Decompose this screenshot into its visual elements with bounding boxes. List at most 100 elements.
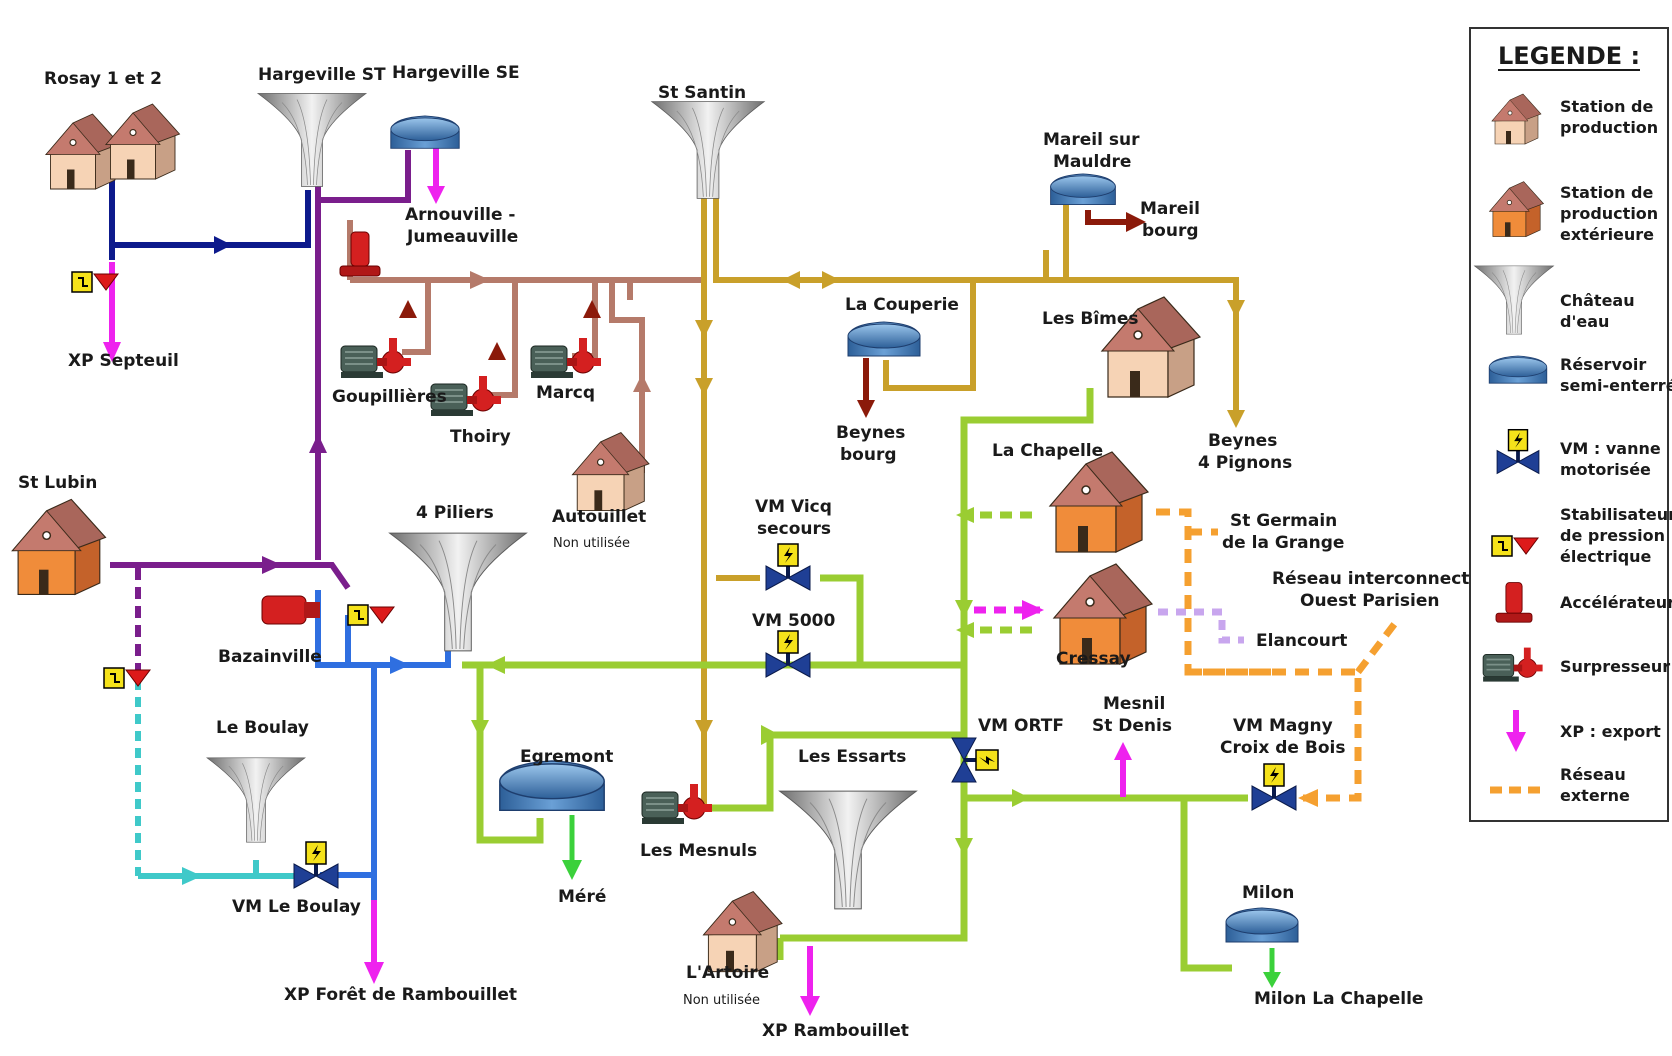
legend-item-3-line2: d'eau <box>1560 312 1609 331</box>
legend-item-6-line2: de pression <box>1560 526 1665 545</box>
legend-item-4-line2: semi-enterré <box>1560 376 1672 395</box>
legend-item-1-line2: production <box>1560 118 1658 137</box>
bazainville-stabilizer-icon <box>347 604 395 626</box>
label-beynes-bourg-1: Beynes <box>836 423 905 443</box>
reservoir-icon <box>1488 355 1548 384</box>
legend-item-5-line1: VM : vanne <box>1560 439 1661 458</box>
legend-item-5-line2: motorisée <box>1560 460 1651 479</box>
label-mareil-bourg-1: Mareil <box>1140 199 1200 219</box>
label-st-lubin: St Lubin <box>18 473 97 493</box>
st-santin-tower-icon <box>651 101 765 199</box>
label-beynes-bourg-2: bourg <box>840 445 897 465</box>
label-st-santin: St Santin <box>658 83 746 103</box>
label-st-germain-1: St Germain <box>1230 511 1337 531</box>
st-lubin-station-icon <box>11 498 107 596</box>
st-lubin-stabilizer-icon <box>103 667 151 689</box>
label-lartoire-note: Non utilisée <box>683 993 760 1008</box>
label-marcq: Marcq <box>536 383 595 403</box>
label-arnouville-2: Jumeauville <box>406 227 518 247</box>
label-xp-rambouillet: XP Rambouillet <box>762 1021 909 1041</box>
label-autouillet: Autouillet <box>552 507 646 527</box>
label-les-essarts: Les Essarts <box>798 747 906 767</box>
label-hargeville-se: Hargeville SE <box>392 63 520 83</box>
mareil-reservoir-icon <box>1050 173 1116 206</box>
legend: LEGENDE : Station de production Station … <box>1469 27 1672 822</box>
label-mareil-1: Mareil sur <box>1043 130 1140 150</box>
label-les-bimes: Les Bîmes <box>1042 309 1139 329</box>
label-vm-magny-1: VM Magny <box>1233 716 1333 736</box>
egremont-reservoir-icon <box>499 760 605 812</box>
legend-item-3-line1: Château <box>1560 291 1635 310</box>
label-bazainville: Bazainville <box>218 647 322 667</box>
label-vm-magny-2: Croix de Bois <box>1220 738 1345 758</box>
legend-item-6-line1: Stabilisateur <box>1560 505 1672 524</box>
le-boulay-tower-icon <box>206 757 306 843</box>
label-le-boulay: Le Boulay <box>216 718 309 738</box>
accelerator-icon <box>339 231 381 277</box>
label-egremont: Egremont <box>520 747 613 767</box>
label-thoiry: Thoiry <box>450 427 511 447</box>
label-xp-foret: XP Forêt de Rambouillet <box>284 985 517 1005</box>
legend-item-10-line2: externe <box>1560 786 1630 805</box>
flow-arrows <box>103 186 1318 1016</box>
pipe-network <box>109 148 1399 1002</box>
les-essarts-tower-icon <box>779 790 917 910</box>
label-la-chapelle: La Chapelle <box>992 441 1103 461</box>
label-hargeville-st: Hargeville ST <box>258 65 386 85</box>
hargeville-se-reservoir-icon <box>390 115 460 149</box>
legend-item-6-line3: électrique <box>1560 547 1652 566</box>
label-vm-vicq-2: secours <box>757 519 831 539</box>
label-la-couperie: La Couperie <box>845 295 959 315</box>
vm-5000-valve-icon <box>765 630 811 678</box>
label-vm-ortf: VM ORTF <box>978 716 1064 736</box>
label-reseau-ouest-1: Réseau interconnecté <box>1272 569 1481 589</box>
label-les-mesnuls: Les Mesnuls <box>640 841 757 861</box>
label-elancourt: Elancourt <box>1256 631 1347 651</box>
label-reseau-ouest-2: Ouest Parisien <box>1300 591 1440 611</box>
label-vm-vicq-1: VM Vicq <box>755 497 832 517</box>
legend-box <box>1469 27 1669 822</box>
label-mere: Méré <box>558 887 606 907</box>
goupillieres-booster-icon <box>340 337 412 379</box>
la-chapelle-station-icon <box>1049 451 1149 553</box>
4-piliers-tower-icon <box>389 532 527 652</box>
legend-item-2-line2: production <box>1560 204 1658 223</box>
legend-item-2-line1: Station de <box>1560 183 1654 202</box>
label-arnouville-1: Arnouville - <box>405 205 516 225</box>
label-st-germain-2: de la Grange <box>1222 533 1344 553</box>
la-couperie-reservoir-icon <box>847 321 921 357</box>
label-lartoire: L'Artoire <box>686 963 769 983</box>
label-vm-le-boulay: VM Le Boulay <box>232 897 361 917</box>
label-mesnil-2: St Denis <box>1092 716 1172 736</box>
vm-le-boulay-valve-icon <box>293 841 339 889</box>
legend-item-8-line1: Surpresseur <box>1560 657 1670 676</box>
label-4-piliers: 4 Piliers <box>416 503 494 523</box>
legend-item-10-line1: Réseau <box>1560 765 1626 784</box>
label-xp-septeuil: XP Septeuil <box>68 351 179 371</box>
label-milon-chapelle: Milon La Chapelle <box>1254 989 1423 1009</box>
rosay-station-2-icon <box>105 103 181 180</box>
marcq-booster-icon <box>530 337 602 379</box>
label-mesnil-1: Mesnil <box>1103 694 1165 714</box>
label-beynes-4p-1: Beynes <box>1208 431 1277 451</box>
legend-item-9-line1: XP : export <box>1560 722 1661 741</box>
vm-vicq-valve-icon <box>765 543 811 591</box>
label-mareil-bourg-2: bourg <box>1142 221 1199 241</box>
label-beynes-4p-2: 4 Pignons <box>1198 453 1292 473</box>
legend-item-7-line1: Accélérateur <box>1560 593 1672 612</box>
autouillet-station-icon <box>571 431 650 512</box>
lartoire-station-icon <box>702 890 783 973</box>
label-mareil-2: Mauldre <box>1053 152 1131 172</box>
legend-title: LEGENDE : <box>1498 42 1640 70</box>
label-vm-5000: VM 5000 <box>752 611 835 631</box>
legend-item-2-line3: extérieure <box>1560 225 1654 244</box>
legend-item-4-line1: Réservoir <box>1560 355 1646 374</box>
export-arrow-icon <box>1506 710 1526 752</box>
milon-reservoir-icon <box>1225 907 1299 943</box>
label-goupillieres: Goupillières <box>332 387 447 407</box>
label-autouillet-note: Non utilisée <box>553 536 630 551</box>
vm-magny-valve-icon <box>1251 763 1297 811</box>
legend-item-1-line1: Station de <box>1560 97 1654 116</box>
label-rosay: Rosay 1 et 2 <box>44 69 162 89</box>
